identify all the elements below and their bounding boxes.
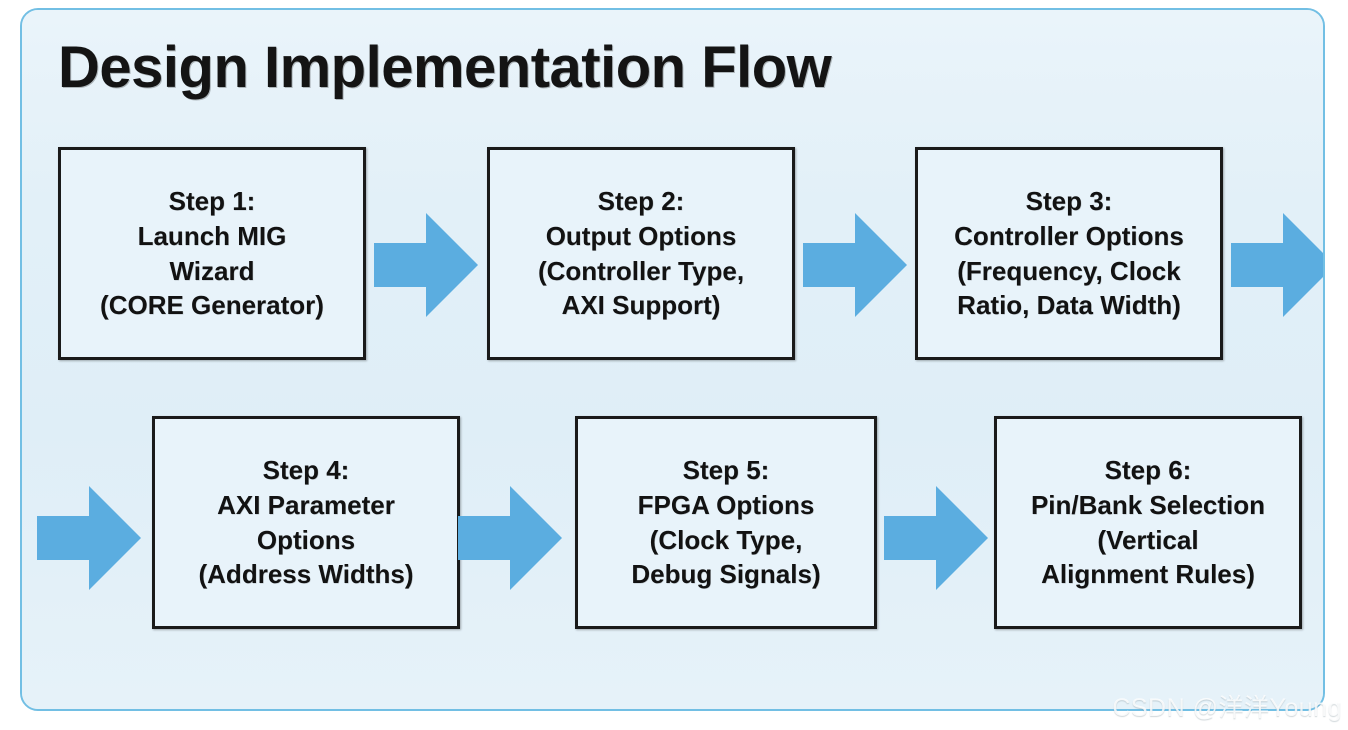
step-box-5[interactable]: Step 5: FPGA Options (Clock Type, Debug … [575, 416, 877, 629]
step-box-6[interactable]: Step 6: Pin/Bank Selection (Vertical Ali… [994, 416, 1302, 629]
step-box-3-text: Step 3: Controller Options (Frequency, C… [954, 185, 1184, 321]
right-arrow-icon [458, 483, 562, 593]
page-title: Design Implementation Flow [58, 35, 832, 100]
step-box-4-text: Step 4: AXI Parameter Options (Address W… [198, 454, 414, 590]
right-arrow-icon [37, 483, 141, 593]
right-arrow-icon [884, 483, 988, 593]
right-arrow-icon [803, 210, 907, 320]
step-box-1[interactable]: Step 1: Launch MIG Wizard (CORE Generato… [58, 147, 366, 360]
right-arrow-icon [1231, 210, 1323, 320]
step-box-5-text: Step 5: FPGA Options (Clock Type, Debug … [631, 454, 821, 590]
step-box-4[interactable]: Step 4: AXI Parameter Options (Address W… [152, 416, 460, 629]
flow-diagram-panel: Design Implementation Flow Step 1: Launc… [20, 8, 1325, 711]
right-arrow-icon [374, 210, 478, 320]
step-box-2-text: Step 2: Output Options (Controller Type,… [537, 185, 745, 321]
step-box-1-text: Step 1: Launch MIG Wizard (CORE Generato… [100, 185, 324, 321]
step-box-6-text: Step 6: Pin/Bank Selection (Vertical Ali… [1030, 454, 1266, 590]
step-box-2[interactable]: Step 2: Output Options (Controller Type,… [487, 147, 795, 360]
step-box-3[interactable]: Step 3: Controller Options (Frequency, C… [915, 147, 1223, 360]
watermark: CSDN @洋洋Young [1112, 694, 1342, 722]
